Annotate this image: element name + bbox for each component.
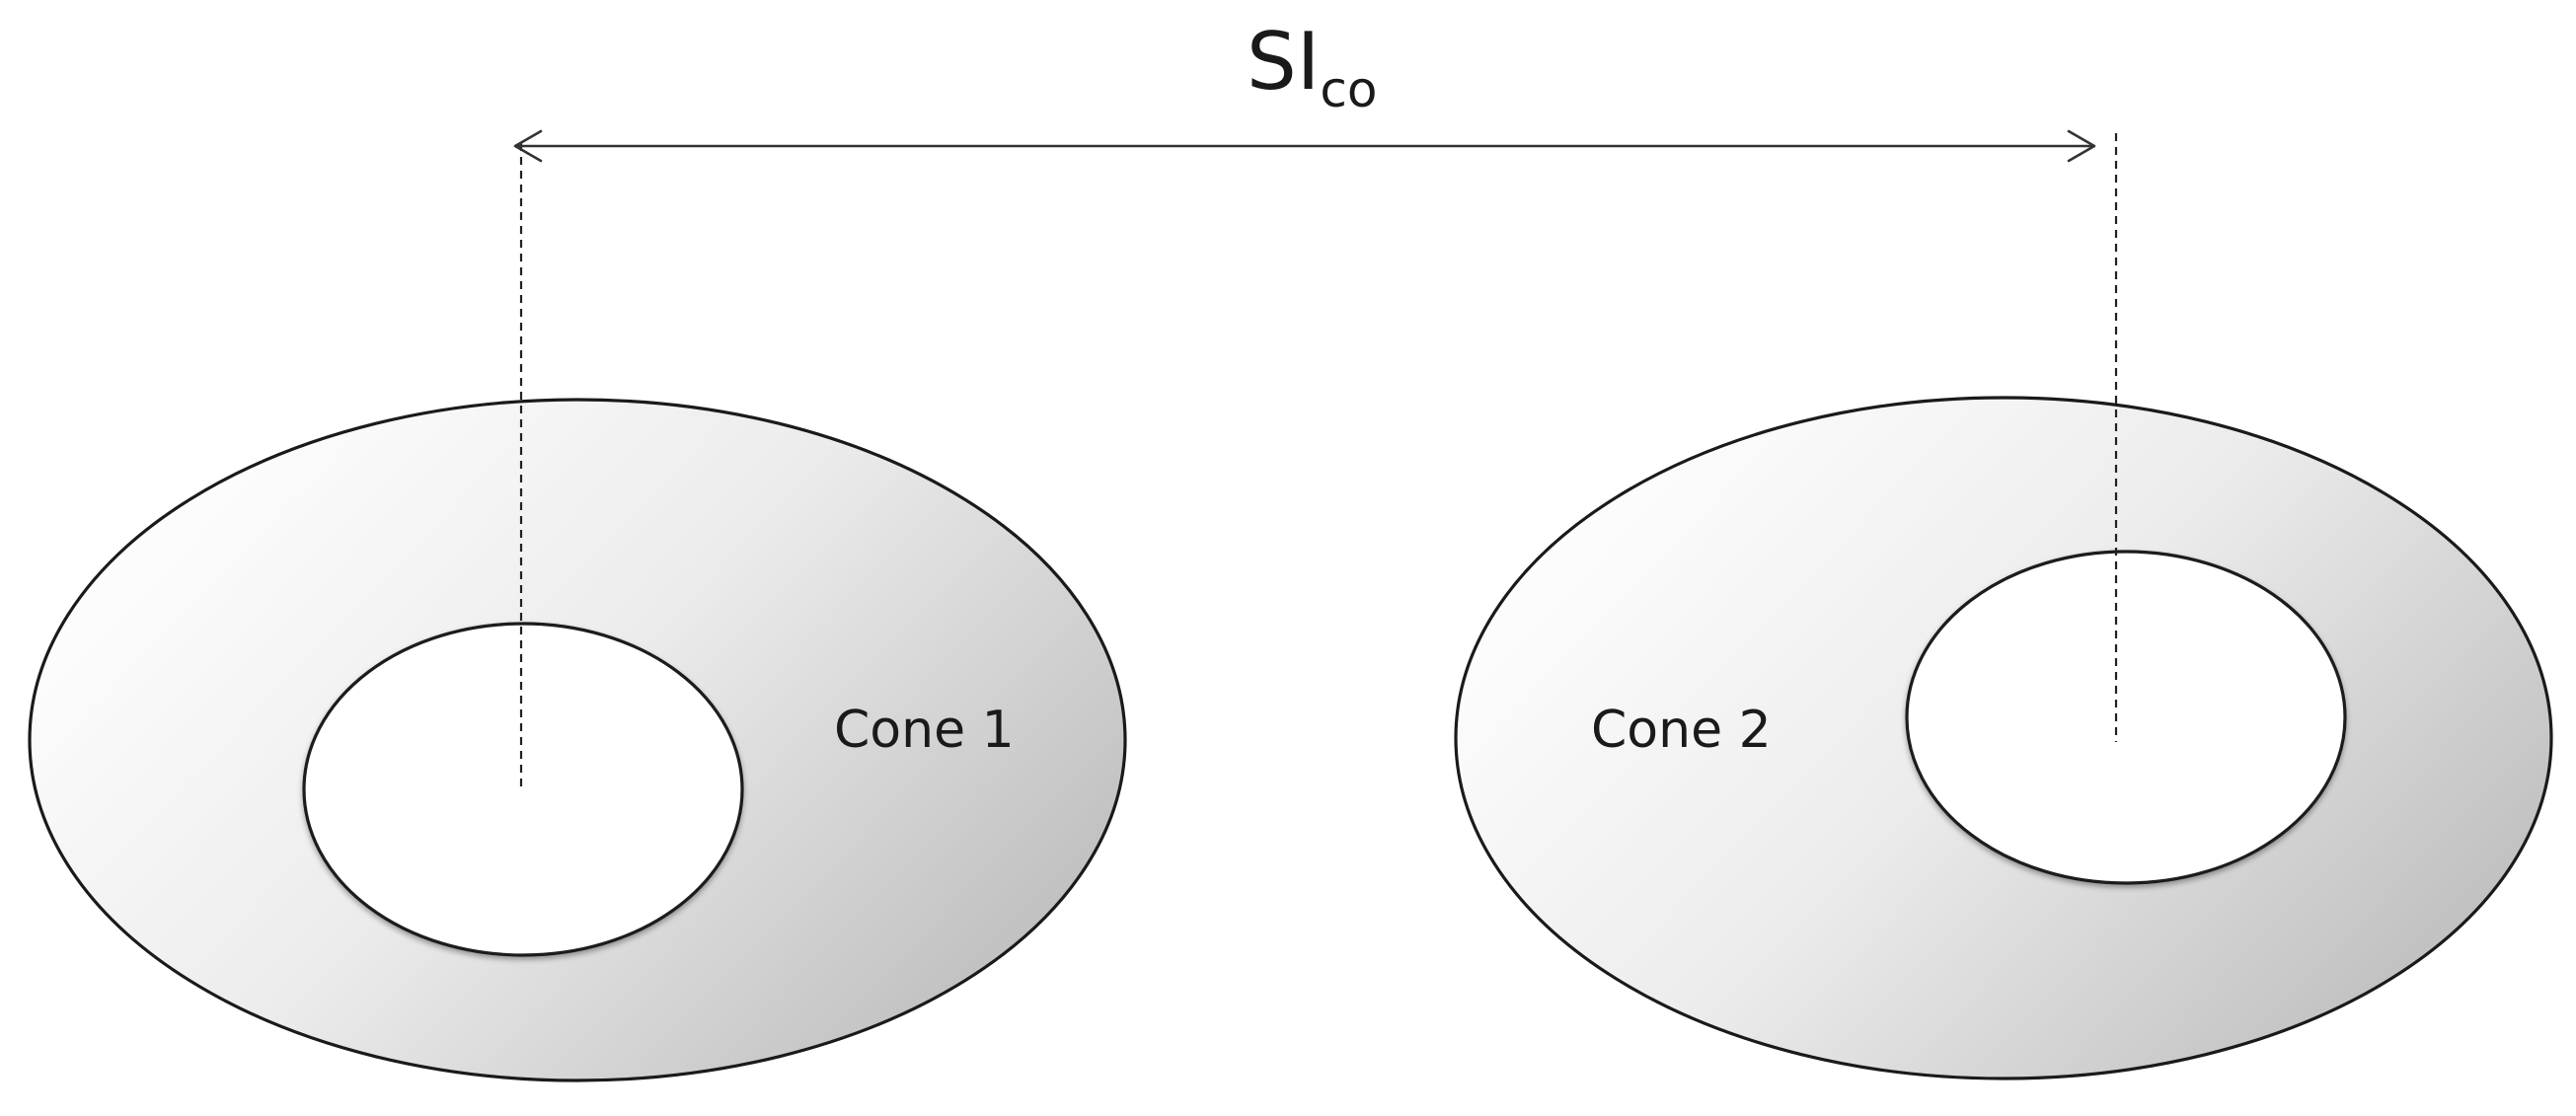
cone-1-label: Cone 1 bbox=[834, 701, 1015, 760]
cone-2-label: Cone 2 bbox=[1591, 701, 1772, 760]
left-arrowhead bbox=[513, 129, 543, 163]
spacing-label-subscript: co bbox=[1320, 61, 1377, 118]
cone-1-inner-ellipse bbox=[302, 622, 744, 957]
cone-1: Cone 1 bbox=[28, 398, 1127, 1082]
spacing-dimension-arrow bbox=[513, 129, 2096, 163]
right-arrowhead bbox=[2067, 129, 2096, 163]
cone-2: Cone 2 bbox=[1454, 396, 2553, 1080]
cone-2-inner-ellipse bbox=[1905, 550, 2347, 885]
spacing-label-symbol: SI bbox=[1247, 16, 1320, 108]
spacing-label: SIco bbox=[1247, 16, 1377, 118]
